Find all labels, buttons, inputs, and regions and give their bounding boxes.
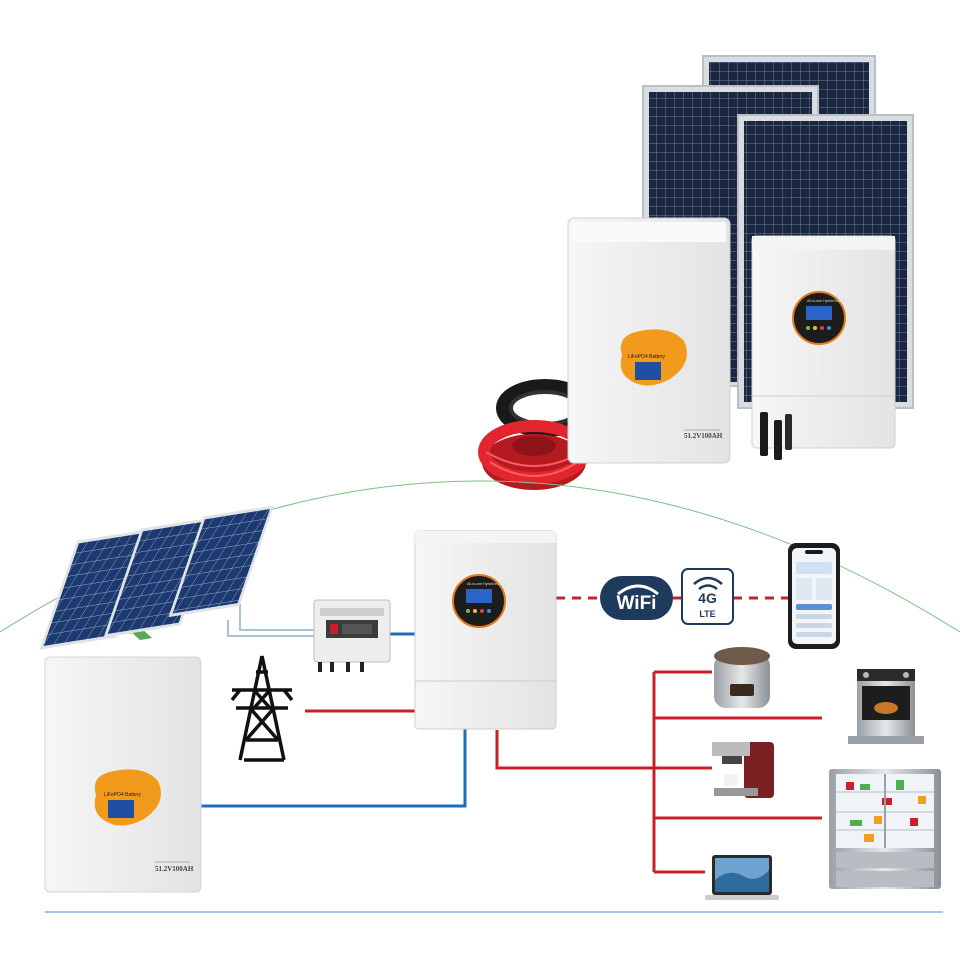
laptop-icon bbox=[705, 855, 779, 900]
4g-label: 4G bbox=[698, 590, 717, 606]
battery-brand: LiFePO4 Battery bbox=[104, 792, 141, 798]
load-bus bbox=[652, 670, 822, 874]
smartphone-icon bbox=[788, 543, 840, 649]
pv-combiner-box-icon bbox=[313, 599, 391, 672]
coffee-machine-icon bbox=[712, 742, 774, 798]
battery-model-label: 51.2V100AH bbox=[684, 432, 723, 440]
inverter-to-loads-line bbox=[495, 730, 654, 770]
battery-badge-icon: LiFePO4 Battery bbox=[620, 329, 687, 386]
battery-brand: LiFePO4 Battery bbox=[628, 354, 665, 360]
transmission-tower-icon bbox=[230, 655, 294, 762]
lithium-battery: LiFePO4 Battery 51.2V100AH bbox=[567, 217, 731, 464]
4g-lte-icon: 4G LTE bbox=[681, 568, 734, 625]
hybrid-inverter: All-in-one Hybrid Inverter bbox=[414, 530, 557, 730]
battery-model-label: 51.2V100AH bbox=[155, 865, 194, 873]
lte-label: LTE bbox=[699, 609, 715, 619]
hybrid-inverter: All-in-one Hybrid Inverter bbox=[751, 235, 896, 449]
pv-lines bbox=[227, 604, 318, 637]
wifi-label: WiFi bbox=[617, 593, 657, 614]
solar-panel-icon bbox=[39, 505, 275, 650]
product-kit: LiFePO4 Battery 51.2V100AH All-in-one Hy… bbox=[478, 55, 914, 490]
battery-badge-icon: LiFePO4 Battery bbox=[94, 769, 161, 826]
rice-cooker-icon bbox=[714, 647, 770, 708]
inverter-caption: All-in-one Hybrid Inverter bbox=[807, 299, 848, 303]
lithium-battery: LiFePO4 Battery 51.2V100AH bbox=[44, 656, 202, 893]
oven-icon bbox=[848, 669, 924, 744]
battery-to-inverter-line bbox=[200, 728, 467, 808]
inverter-caption: All-in-one Hybrid Inverter bbox=[467, 582, 508, 586]
refrigerator-icon bbox=[829, 769, 941, 889]
mc4-connector-icon bbox=[760, 412, 792, 460]
wifi-icon: WiFi bbox=[600, 576, 673, 620]
